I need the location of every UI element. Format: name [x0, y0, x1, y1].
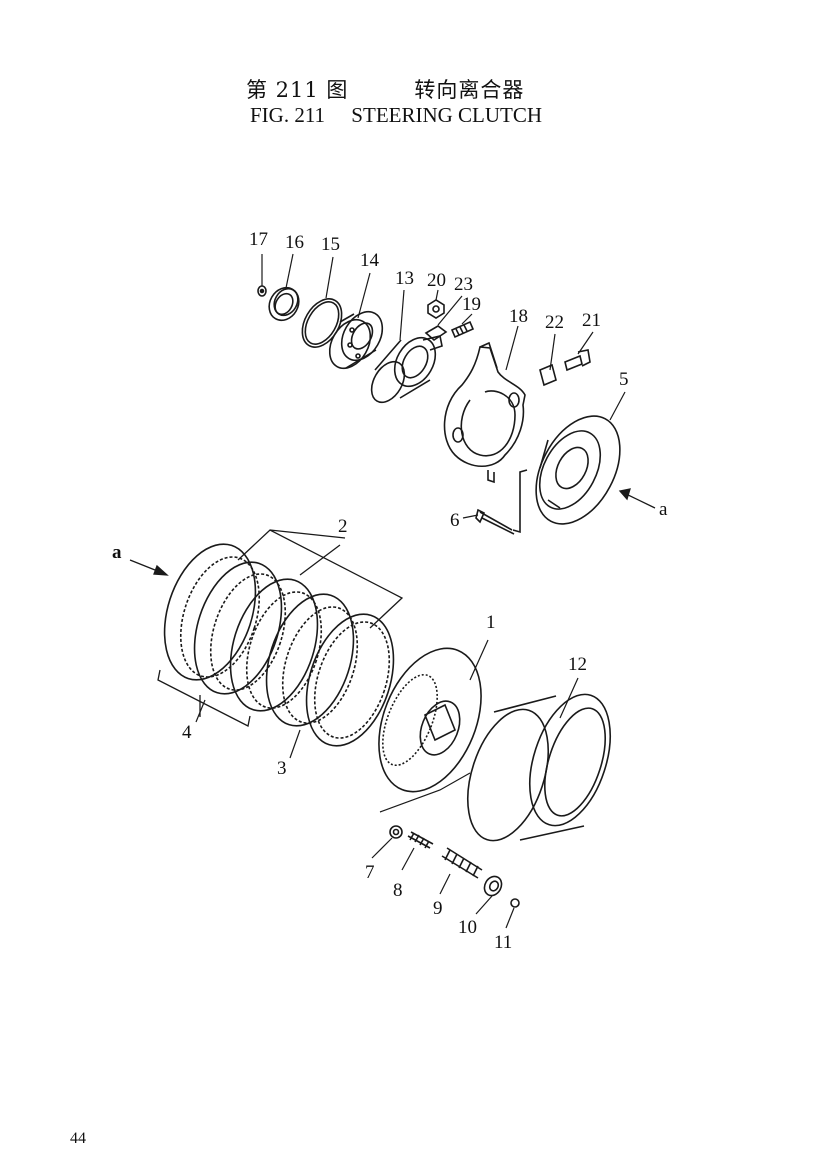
part-12-brake-drum — [453, 684, 626, 851]
part-2-clutch-plates — [215, 568, 371, 737]
callout-3: 3 — [277, 758, 287, 779]
part-13-bearing-cage — [365, 330, 444, 408]
part-22-lock-plate — [540, 365, 556, 385]
part-18-yoke — [445, 343, 525, 482]
page-number: 44 — [70, 1130, 86, 1147]
part-3-clutch-plate — [291, 603, 409, 757]
figure-title-chinese: 第 211 图 转向离合器 — [246, 78, 525, 102]
view-arrow-right — [620, 489, 655, 508]
callout-21: 21 — [582, 310, 601, 331]
callout-23: 23 — [454, 274, 473, 295]
part-5-outer-drum-plate — [519, 402, 637, 538]
callout-1: 1 — [486, 612, 496, 633]
part-8-spring — [408, 832, 433, 848]
part-17-bolt — [258, 286, 266, 296]
part-20-nut — [428, 300, 444, 318]
part-6-pin — [476, 470, 527, 534]
part-19-stud — [452, 322, 473, 337]
callout-22: 22 — [545, 312, 564, 333]
callout-14: 14 — [360, 250, 379, 271]
callout-2: 2 — [338, 516, 348, 537]
callout-19: 19 — [462, 294, 481, 315]
leader-brackets — [158, 530, 402, 726]
callout-18: 18 — [509, 306, 528, 327]
callout-17: 17 — [249, 229, 268, 250]
view-label-a-right: a — [659, 499, 668, 520]
callout-6: 6 — [450, 510, 460, 531]
callout-11: 11 — [494, 932, 513, 953]
part-23-lock-washer — [426, 326, 446, 340]
callout-12: 12 — [568, 654, 587, 675]
part-11-nut — [511, 899, 519, 907]
part-7-nut — [390, 826, 402, 838]
part-9-spring — [442, 848, 482, 878]
view-label-a-left: a — [112, 542, 122, 563]
callout-7: 7 — [365, 862, 375, 883]
callout-10: 10 — [458, 917, 477, 938]
callout-20: 20 — [427, 270, 446, 291]
part-16-seal — [263, 282, 304, 325]
leader-lines — [196, 254, 625, 928]
callout-15: 15 — [321, 234, 340, 255]
callout-16: 16 — [285, 232, 304, 253]
part-21-bolt — [565, 350, 590, 370]
callout-5: 5 — [619, 369, 629, 390]
callout-4: 4 — [182, 722, 192, 743]
view-arrow-left — [130, 560, 167, 575]
part-1-inner-drum — [359, 633, 500, 807]
assembly-line — [380, 773, 470, 812]
part-4-clutch-plates — [148, 532, 298, 705]
callout-9: 9 — [433, 898, 443, 919]
callout-13: 13 — [395, 268, 414, 289]
figure-title-english: FIG. 211 STEERING CLUTCH — [250, 103, 543, 127]
part-14-bearing — [321, 304, 390, 375]
callout-8: 8 — [393, 880, 403, 901]
part-10-seat — [481, 873, 505, 898]
